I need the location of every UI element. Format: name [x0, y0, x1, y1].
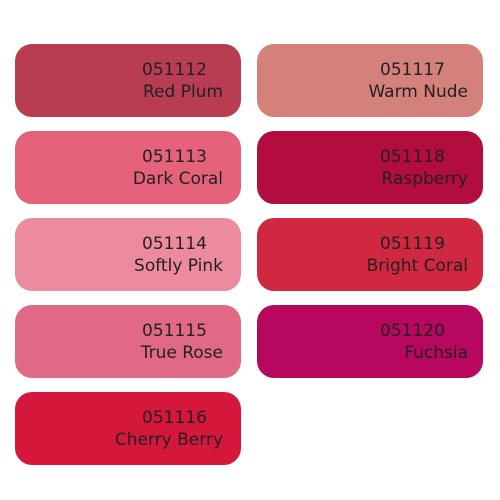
swatch-code: 051120	[380, 320, 445, 341]
swatch-code: 051117	[380, 59, 445, 80]
swatch-bright-coral: 051119 Bright Coral	[257, 218, 483, 291]
swatch-name: Raspberry	[381, 168, 469, 189]
swatch-name: True Rose	[140, 342, 223, 363]
swatch-raspberry: 051118 Raspberry	[257, 131, 483, 204]
swatch-red-plum: 051112 Red Plum	[15, 44, 241, 117]
swatch-name: Fuchsia	[404, 342, 468, 363]
swatch-code: 051112	[142, 59, 207, 80]
swatch-name: Warm Nude	[368, 81, 468, 102]
swatch-name: Bright Coral	[366, 255, 468, 276]
swatch-name: Softly Pink	[134, 255, 223, 276]
swatch-fuchsia: 051120 Fuchsia	[257, 305, 483, 378]
swatch-code: 051116	[142, 407, 207, 428]
swatch-name: Red Plum	[142, 81, 223, 102]
swatch-code: 051114	[142, 233, 207, 254]
swatch-warm-nude: 051117 Warm Nude	[257, 44, 483, 117]
swatch-true-rose: 051115 True Rose	[15, 305, 241, 378]
swatch-dark-coral: 051113 Dark Coral	[15, 131, 241, 204]
swatch-cherry-berry: 051116 Cherry Berry	[15, 392, 241, 465]
swatch-name: Dark Coral	[132, 168, 223, 189]
swatch-name: Cherry Berry	[114, 429, 223, 450]
swatch-code: 051119	[380, 233, 445, 254]
swatch-softly-pink: 051114 Softly Pink	[15, 218, 241, 291]
swatch-code: 051118	[380, 146, 445, 167]
swatch-code: 051115	[142, 320, 207, 341]
swatch-code: 051113	[142, 146, 207, 167]
